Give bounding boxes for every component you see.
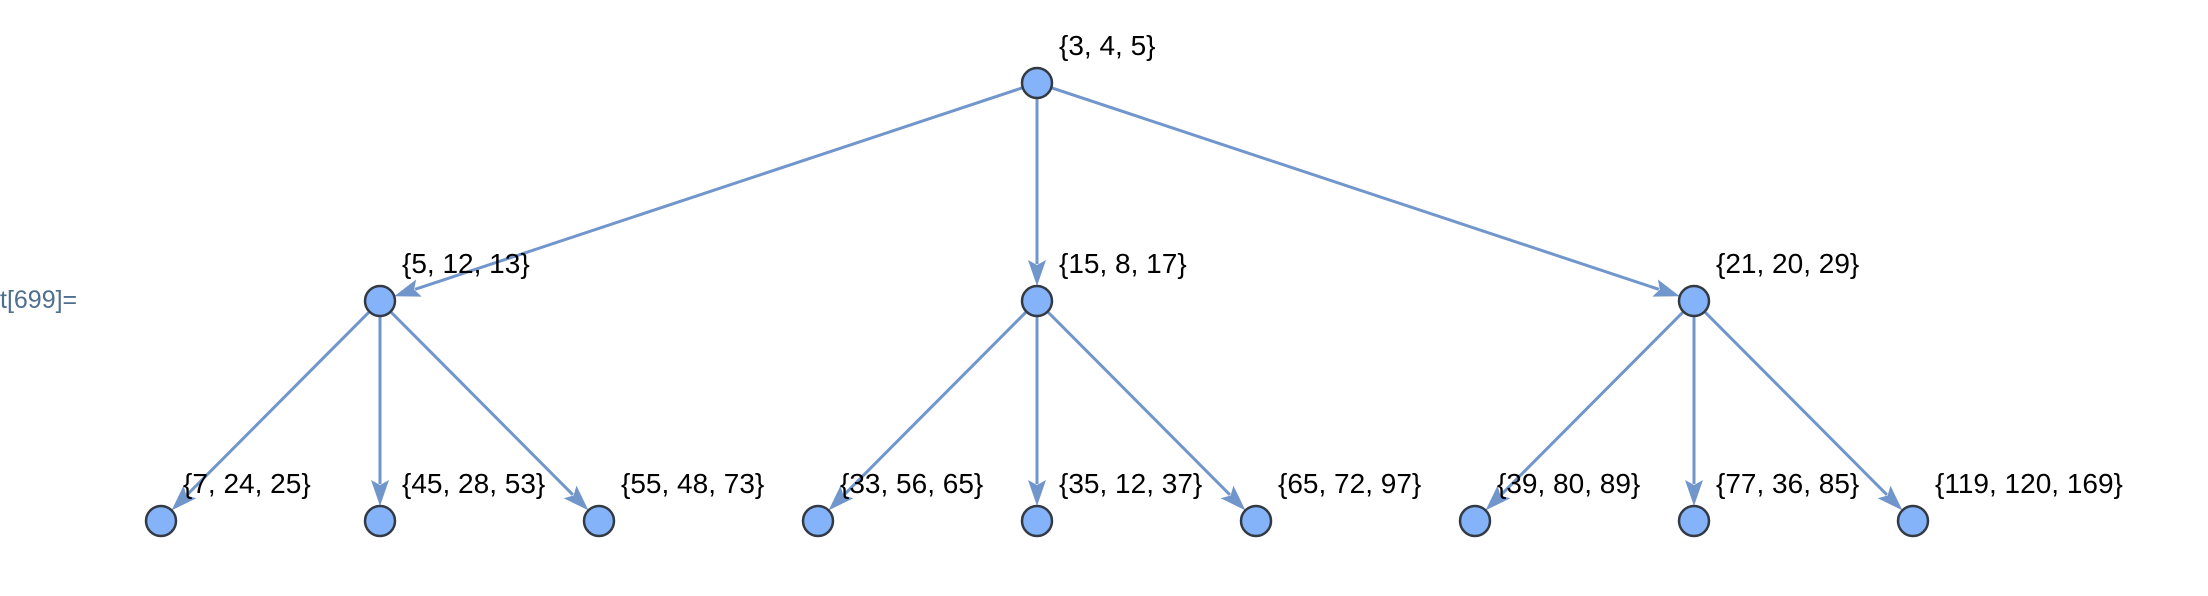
edge-1-4 xyxy=(171,310,371,511)
edge-line xyxy=(843,310,1028,496)
node-label: {5, 12, 13} xyxy=(402,248,530,279)
arrowhead-icon xyxy=(1652,279,1680,297)
graph-node[interactable] xyxy=(1458,504,1492,538)
node-label: {21, 20, 29} xyxy=(1716,248,1859,279)
node-label: {119, 120, 169} xyxy=(1935,468,2123,499)
graph-node[interactable] xyxy=(1239,504,1273,538)
node-label: {3, 4, 5} xyxy=(1059,30,1156,61)
edge-line xyxy=(414,86,1024,291)
arrowhead-icon xyxy=(1685,480,1703,506)
edge-0-1 xyxy=(394,86,1024,297)
graph-node[interactable] xyxy=(1020,504,1054,538)
edge-3-10 xyxy=(1485,310,1685,511)
arrowhead-icon xyxy=(1877,485,1903,511)
node-label: {7, 24, 25} xyxy=(183,468,311,499)
arrowhead-icon xyxy=(828,485,854,511)
edge-line xyxy=(1046,310,1231,496)
edge-3-11 xyxy=(1685,316,1703,506)
graph-node[interactable] xyxy=(1020,284,1054,318)
graph-node[interactable] xyxy=(363,284,397,318)
graph-node[interactable] xyxy=(1020,66,1054,100)
arrowhead-icon xyxy=(1220,485,1246,511)
node-label: {35, 12, 37} xyxy=(1059,468,1202,499)
graph-node[interactable] xyxy=(144,504,178,538)
node-label: {45, 28, 53} xyxy=(402,468,545,499)
edge-0-3 xyxy=(1050,86,1680,297)
node-label: {65, 72, 97} xyxy=(1278,468,1421,499)
node-label: {33, 56, 65} xyxy=(840,468,983,499)
graph-node[interactable] xyxy=(1677,284,1711,318)
node-label: {15, 8, 17} xyxy=(1059,248,1187,279)
arrowhead-icon xyxy=(1028,260,1046,286)
arrowhead-icon xyxy=(371,480,389,506)
edge-1-6 xyxy=(389,310,589,511)
edge-line xyxy=(389,310,574,496)
arrowhead-icon xyxy=(394,279,422,297)
arrowhead-icon xyxy=(563,485,589,511)
edge-line xyxy=(1500,310,1685,496)
edge-2-9 xyxy=(1046,310,1246,511)
output-cell-label: t[699]= xyxy=(0,286,78,314)
edge-line xyxy=(186,310,371,496)
graph-node[interactable] xyxy=(363,504,397,538)
edge-2-8 xyxy=(1028,316,1046,506)
graph-node[interactable] xyxy=(801,504,835,538)
edge-1-5 xyxy=(371,316,389,506)
edge-3-12 xyxy=(1703,310,1903,511)
graph-node[interactable] xyxy=(1677,504,1711,538)
node-label: {77, 36, 85} xyxy=(1716,468,1859,499)
arrowhead-icon xyxy=(1028,480,1046,506)
arrowhead-icon xyxy=(171,485,197,511)
graph-node[interactable] xyxy=(582,504,616,538)
edge-2-7 xyxy=(828,310,1028,511)
node-label: {39, 80, 89} xyxy=(1497,468,1640,499)
arrowhead-icon xyxy=(1485,485,1511,511)
edge-0-2 xyxy=(1028,98,1046,286)
node-label: {55, 48, 73} xyxy=(621,468,764,499)
edge-line xyxy=(1703,310,1888,496)
graph-node[interactable] xyxy=(1896,504,1930,538)
edge-line xyxy=(1050,86,1660,291)
